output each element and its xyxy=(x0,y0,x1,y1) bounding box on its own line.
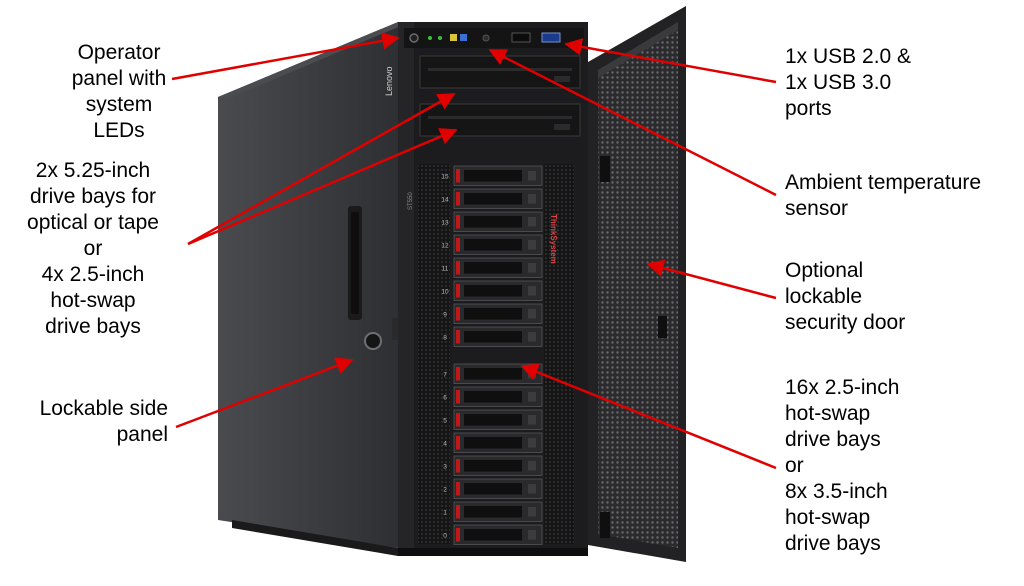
drive-bay-latch xyxy=(456,528,460,542)
arrow-operator-panel xyxy=(171,32,400,81)
drive-bay-number: 7 xyxy=(443,371,447,378)
drive-bay-number: 11 xyxy=(442,265,449,272)
drive-bay-number: 2 xyxy=(443,486,447,493)
drive-bay-latch xyxy=(456,459,460,473)
drive-bay-latch xyxy=(456,307,460,321)
label-usb-ports: 1x USB 2.0 & 1x USB 3.0 ports xyxy=(785,45,912,120)
drive-bay: 9 xyxy=(443,303,543,324)
drive-bay-number: 8 xyxy=(443,334,447,341)
power-button xyxy=(409,33,419,43)
drive-bay-latch xyxy=(456,505,460,519)
optical-bay-2 xyxy=(419,103,581,137)
label-drive-bays-16: 16x 2.5-inch hot-swap drive bays or 8x 3… xyxy=(785,376,900,555)
callout-arrows xyxy=(171,32,777,470)
drive-bay: 0 xyxy=(443,524,543,545)
drive-bay: 12 xyxy=(441,234,543,255)
drive-bay: 6 xyxy=(443,386,543,407)
drive-bay: 2 xyxy=(443,478,543,499)
vendor-logo: Lenovo xyxy=(384,66,394,96)
arrow-temp-sensor xyxy=(488,48,777,197)
drive-bay: 4 xyxy=(443,432,543,453)
drive-bay-number: 4 xyxy=(443,440,447,447)
drive-bay-number: 6 xyxy=(443,394,447,401)
drive-bay-latch xyxy=(456,215,460,229)
status-led xyxy=(428,36,432,40)
label-side-panel: Lockable side panel xyxy=(39,397,168,446)
drive-bay: 5 xyxy=(443,409,543,430)
drive-bay-number: 3 xyxy=(443,463,447,470)
security-door xyxy=(588,6,686,562)
usb2-port xyxy=(511,32,531,43)
arrow-drive-bays xyxy=(520,363,777,470)
drive-bay-latch xyxy=(456,192,460,206)
temperature-sensor xyxy=(482,34,490,42)
product-logo: ThinkSystem xyxy=(549,214,558,264)
chassis-side-panel xyxy=(218,22,410,556)
arrow-side-panel xyxy=(175,357,354,429)
drive-bay-number: 9 xyxy=(443,311,447,318)
model-label: ST550 xyxy=(408,192,414,210)
drive-bay-latch xyxy=(456,367,460,381)
arrow-optical-bay-2 xyxy=(187,128,458,246)
drive-bay: 14 xyxy=(441,188,543,209)
drive-bay-number: 15 xyxy=(441,173,449,180)
drive-bay-latch xyxy=(456,413,460,427)
drive-bay-number: 10 xyxy=(441,288,449,295)
door-hinge-bottom xyxy=(600,512,610,538)
usb3-port xyxy=(541,32,561,43)
label-temp-sensor: Ambient temperature sensor xyxy=(785,171,982,220)
drive-bay-latch xyxy=(456,169,460,183)
drive-bay: 15 xyxy=(441,165,543,186)
drive-bay-latch xyxy=(456,330,460,344)
drive-bay-latch xyxy=(456,261,460,275)
drive-bay: 7 xyxy=(443,363,543,384)
drive-bay-latch xyxy=(456,482,460,496)
drive-bay: 13 xyxy=(441,211,543,232)
drive-bay-latch xyxy=(456,390,460,404)
drive-bay-latch xyxy=(456,238,460,252)
drive-bay: 3 xyxy=(443,455,543,476)
arrow-optical-bay-1 xyxy=(187,92,456,246)
label-security-door: Optional lockable security door xyxy=(785,259,906,334)
drive-bay-number: 0 xyxy=(443,532,447,539)
drive-bay-number: 5 xyxy=(443,417,447,424)
arrow-usb-ports xyxy=(564,38,777,84)
side-panel-lock xyxy=(364,332,382,350)
drive-bay: 8 xyxy=(443,326,543,347)
operator-panel xyxy=(404,28,584,48)
drive-bay-number: 14 xyxy=(441,196,449,203)
door-hinge-top xyxy=(600,156,610,182)
drive-bay-number: 1 xyxy=(443,509,447,516)
label-drive-bays-525: 2x 5.25-inch drive bays for optical or t… xyxy=(27,159,159,338)
door-lock xyxy=(658,316,667,338)
drive-bay: 1 xyxy=(443,501,543,522)
drive-bay-number: 13 xyxy=(441,219,449,226)
drive-bay-number: 12 xyxy=(441,242,449,249)
drive-bay: 10 xyxy=(441,280,543,301)
chassis-base xyxy=(398,548,588,556)
label-operator-panel: Operator panel with system LEDs xyxy=(71,41,167,142)
id-led xyxy=(450,34,457,41)
drive-bay: 11 xyxy=(442,257,543,278)
drive-bay-latch xyxy=(456,284,460,298)
drive-bay-latch xyxy=(456,436,460,450)
arrow-security-door xyxy=(646,259,777,300)
